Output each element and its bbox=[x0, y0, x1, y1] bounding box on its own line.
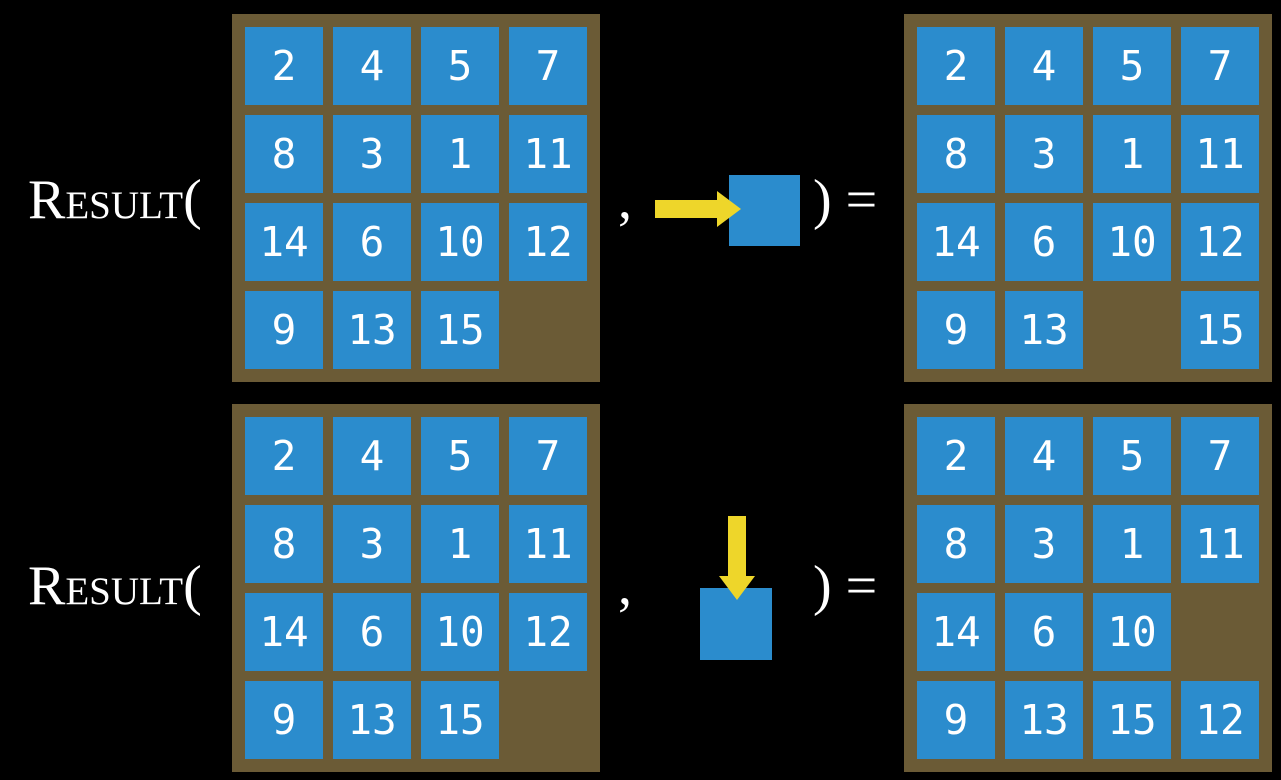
puzzle-tile-13: 13 bbox=[333, 681, 411, 759]
puzzle-tile-3: 3 bbox=[1005, 505, 1083, 583]
puzzle-tile-15: 15 bbox=[1093, 681, 1171, 759]
puzzle-tile-8: 8 bbox=[245, 115, 323, 193]
puzzle-tile-10: 10 bbox=[1093, 203, 1171, 281]
empty-cell bbox=[1093, 291, 1171, 369]
puzzle-tile-5: 5 bbox=[1093, 417, 1171, 495]
puzzle-tile-14: 14 bbox=[245, 593, 323, 671]
puzzle-tile-11: 11 bbox=[509, 115, 587, 193]
puzzle-tile-10: 10 bbox=[1093, 593, 1171, 671]
puzzle-tile-13: 13 bbox=[1005, 291, 1083, 369]
puzzle-tile-6: 6 bbox=[1005, 593, 1083, 671]
puzzle-tile-4: 4 bbox=[333, 417, 411, 495]
puzzle-tile-1: 1 bbox=[1093, 115, 1171, 193]
puzzle-tile-3: 3 bbox=[1005, 115, 1083, 193]
puzzle-tile-2: 2 bbox=[245, 27, 323, 105]
puzzle-tile-3: 3 bbox=[333, 115, 411, 193]
puzzle-tile-5: 5 bbox=[421, 27, 499, 105]
close-paren-equals: ) = bbox=[813, 555, 878, 617]
puzzle-tile-7: 7 bbox=[1181, 27, 1259, 105]
puzzle-tile-14: 14 bbox=[917, 593, 995, 671]
puzzle-tile-12: 12 bbox=[509, 203, 587, 281]
puzzle-tile-12: 12 bbox=[509, 593, 587, 671]
puzzle-tile-14: 14 bbox=[245, 203, 323, 281]
empty-cell bbox=[509, 681, 587, 759]
puzzle-tile-8: 8 bbox=[917, 505, 995, 583]
puzzle-tile-9: 9 bbox=[245, 681, 323, 759]
puzzle-tile-15: 15 bbox=[421, 291, 499, 369]
puzzle-tile-2: 2 bbox=[245, 417, 323, 495]
empty-cell bbox=[1181, 593, 1259, 671]
puzzle-tile-9: 9 bbox=[917, 291, 995, 369]
puzzle-tile-4: 4 bbox=[333, 27, 411, 105]
puzzle-tile-7: 7 bbox=[1181, 417, 1259, 495]
puzzle-tile-10: 10 bbox=[421, 203, 499, 281]
puzzle-tile-9: 9 bbox=[245, 291, 323, 369]
puzzle-tile-13: 13 bbox=[333, 291, 411, 369]
puzzle-tile-11: 11 bbox=[1181, 115, 1259, 193]
puzzle-tile-14: 14 bbox=[917, 203, 995, 281]
close-paren-equals: ) = bbox=[813, 169, 878, 231]
puzzle-tile-11: 11 bbox=[1181, 505, 1259, 583]
puzzle-tile-4: 4 bbox=[1005, 27, 1083, 105]
action-slide-right bbox=[655, 175, 800, 246]
puzzle-tile-5: 5 bbox=[1093, 27, 1171, 105]
puzzle-tile-12: 12 bbox=[1181, 681, 1259, 759]
puzzle-tile-3: 3 bbox=[333, 505, 411, 583]
puzzle-tile-7: 7 bbox=[509, 27, 587, 105]
puzzle-tile-8: 8 bbox=[245, 505, 323, 583]
action-slide-down bbox=[700, 516, 772, 660]
moved-tile-icon bbox=[729, 175, 800, 246]
puzzle-tile-5: 5 bbox=[421, 417, 499, 495]
empty-cell bbox=[509, 291, 587, 369]
comma-separator: , bbox=[618, 169, 632, 231]
puzzle-tile-9: 9 bbox=[917, 681, 995, 759]
result-function-label: Result( bbox=[28, 169, 202, 231]
moved-tile-icon bbox=[700, 588, 772, 660]
puzzle-tile-1: 1 bbox=[421, 505, 499, 583]
arrow-right-icon bbox=[655, 191, 741, 227]
puzzle-tile-6: 6 bbox=[1005, 203, 1083, 281]
puzzle-tile-11: 11 bbox=[509, 505, 587, 583]
puzzle-tile-2: 2 bbox=[917, 417, 995, 495]
puzzle-tile-13: 13 bbox=[1005, 681, 1083, 759]
puzzle-tile-1: 1 bbox=[421, 115, 499, 193]
puzzle-tile-10: 10 bbox=[421, 593, 499, 671]
puzzle-tile-6: 6 bbox=[333, 203, 411, 281]
puzzle-tile-1: 1 bbox=[1093, 505, 1171, 583]
result-function-label: Result( bbox=[28, 555, 202, 617]
puzzle-tile-2: 2 bbox=[917, 27, 995, 105]
puzzle-tile-15: 15 bbox=[421, 681, 499, 759]
puzzle-tile-12: 12 bbox=[1181, 203, 1259, 281]
puzzle-tile-7: 7 bbox=[509, 417, 587, 495]
arrow-down-icon bbox=[719, 516, 755, 600]
puzzle-tile-4: 4 bbox=[1005, 417, 1083, 495]
puzzle-tile-15: 15 bbox=[1181, 291, 1259, 369]
puzzle-tile-8: 8 bbox=[917, 115, 995, 193]
comma-separator: , bbox=[618, 555, 632, 617]
puzzle-tile-6: 6 bbox=[333, 593, 411, 671]
